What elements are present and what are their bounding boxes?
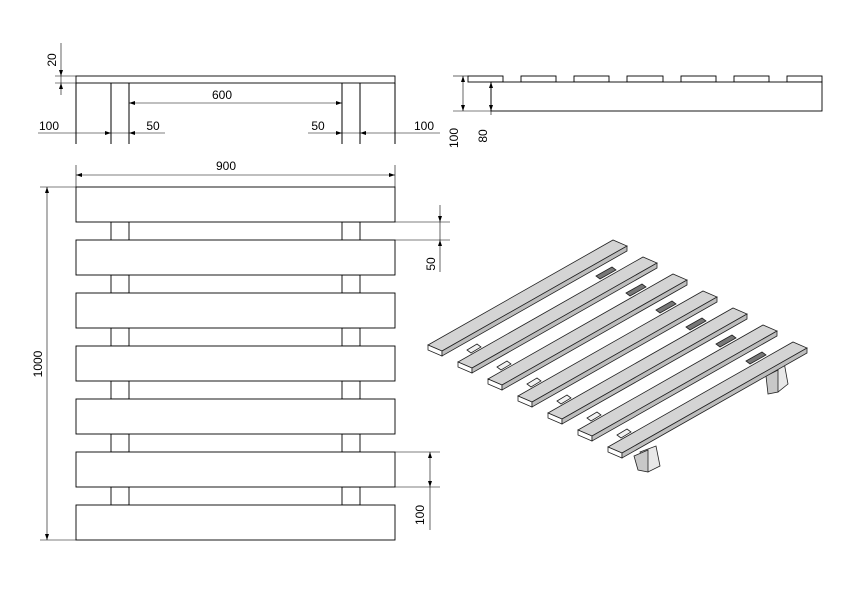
top-stringer-block: [110, 486, 130, 506]
side-board-4: [626, 75, 664, 83]
dim-right-overhang: 100: [414, 119, 434, 133]
iso-block-gap: [595, 266, 617, 280]
top-stringer-block: [341, 274, 361, 294]
front-deck-board: [75, 75, 396, 84]
isometric-view: [427, 239, 808, 473]
dim-inner-span: 600: [212, 88, 232, 102]
top-stringer-block: [110, 274, 130, 294]
dim-arrow: [76, 173, 82, 177]
top-stringer-block: [110, 221, 130, 242]
dim-arrow: [489, 82, 493, 88]
dim-arrow: [489, 105, 493, 111]
dim-deck-thickness: 20: [45, 53, 59, 67]
dim-arrow: [428, 481, 432, 487]
top-deck-board-4: [75, 345, 396, 382]
dim-left-overhang: 100: [39, 119, 59, 133]
side-view: 100 80: [447, 75, 823, 148]
iso-board-3-side: [501, 279, 688, 391]
iso-block-gap: [625, 283, 647, 297]
dim-arrow: [59, 70, 63, 76]
dim-arrow: [336, 131, 342, 135]
top-deck-board-1: [75, 186, 396, 223]
iso-block-gap: [556, 394, 572, 405]
top-stringer-block: [341, 486, 361, 506]
dim-overall-height: 100: [447, 128, 461, 148]
side-board-5: [680, 75, 717, 83]
iso-block-gap: [526, 377, 542, 388]
dim-arrow: [438, 216, 442, 222]
dim-overall-length: 1000: [31, 350, 45, 377]
iso-block-gap: [616, 428, 632, 439]
dim-arrow: [59, 83, 63, 89]
top-deck-board-5: [75, 398, 396, 435]
top-deck-board-6: [75, 451, 396, 488]
dim-arrow: [129, 101, 135, 105]
top-stringer-block: [110, 380, 130, 400]
top-stringer-block: [341, 433, 361, 453]
dim-arrow: [45, 534, 49, 540]
dim-arrow: [360, 131, 366, 135]
top-stringer-block: [341, 380, 361, 400]
iso-board-2-side: [471, 262, 658, 374]
dim-left-block-width: 50: [146, 119, 160, 133]
top-stringer-block: [341, 221, 361, 242]
dim-block-height: 80: [476, 129, 490, 143]
iso-block-gap: [655, 300, 677, 314]
dim-right-block-width: 50: [311, 119, 325, 133]
dim-arrow: [461, 105, 465, 111]
dim-board-gap: 50: [424, 257, 438, 271]
iso-runner-leg-front: [633, 449, 649, 473]
top-stringer-block: [110, 433, 130, 453]
front-view: 20 600 100 50 50 100: [38, 43, 440, 144]
iso-board-1-side: [441, 245, 628, 357]
iso-block-gap: [745, 351, 767, 365]
side-board-3: [573, 75, 610, 83]
iso-board-4-side: [531, 296, 718, 408]
top-deck-board-3: [75, 292, 396, 329]
side-board-1: [467, 75, 504, 83]
iso-board-7-side: [621, 347, 808, 459]
iso-block-gap: [715, 334, 737, 348]
iso-board-5-side: [561, 313, 748, 425]
top-stringer-block: [110, 327, 130, 347]
iso-block-gap: [685, 317, 707, 331]
dim-board-width: 100: [413, 505, 427, 525]
dim-arrow: [336, 101, 342, 105]
side-board-7: [786, 75, 823, 83]
top-deck-board-2: [75, 239, 396, 276]
dim-arrow: [105, 131, 111, 135]
dim-overall-width: 900: [216, 159, 236, 173]
side-runner: [490, 81, 823, 112]
dim-arrow: [129, 131, 135, 135]
dim-arrow: [428, 452, 432, 458]
side-board-2: [520, 75, 557, 83]
top-view: 900 1000 50 100: [31, 159, 450, 541]
iso-board-6-side: [591, 330, 778, 442]
side-board-6: [733, 75, 770, 83]
iso-block-gap: [466, 343, 482, 354]
top-stringer-block: [341, 327, 361, 347]
dim-arrow: [389, 173, 395, 177]
dim-arrow: [45, 187, 49, 193]
dim-arrow: [461, 76, 465, 82]
dim-arrow: [438, 240, 442, 246]
top-deck-board-7: [75, 504, 396, 541]
iso-block-gap: [496, 360, 512, 371]
iso-block-gap: [586, 411, 602, 422]
